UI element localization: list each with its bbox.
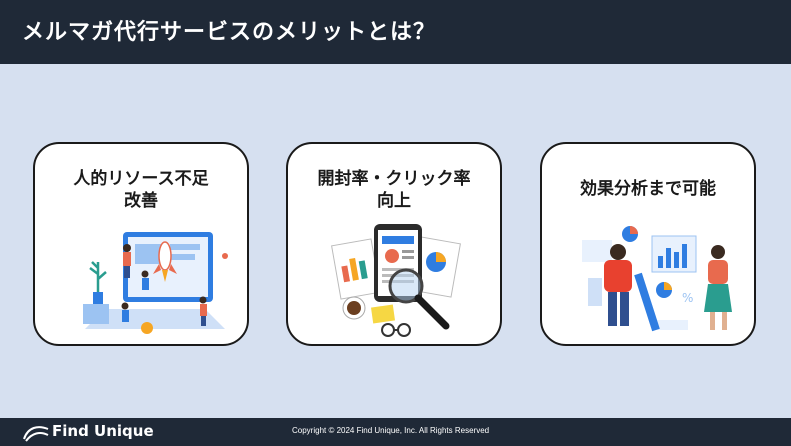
card-analysis: 効果分析まで可能 % [540, 142, 756, 346]
data-analysis-illustration: % [582, 226, 732, 332]
card-title: 人的リソース不足 改善 [35, 168, 247, 212]
svg-text:%: % [682, 291, 693, 305]
card-title-line: 人的リソース不足 [73, 169, 209, 189]
analysis-illustration [331, 224, 461, 337]
card-title: 効果分析まで可能 [580, 179, 716, 199]
card-title-line: 開封率・クリック率 [317, 169, 471, 189]
footer-bar: Find Unique Copyright © 2024 Find Unique… [0, 418, 791, 446]
page-title: メルマガ代行サービスのメリットとは？ [22, 20, 437, 45]
card-resource: 人的リソース不足 改善 [33, 142, 249, 346]
header-bar: メルマガ代行サービスのメリットとは？ [0, 0, 791, 64]
brand-logo-icon [23, 426, 49, 442]
workspace-illustration [83, 232, 228, 334]
card-title-line: 改善 [124, 191, 158, 211]
card-title: 開封率・クリック率 向上 [288, 168, 500, 212]
brand-name: Find Unique [52, 422, 154, 440]
copyright-text: Copyright © 2024 Find Unique, Inc. All R… [292, 426, 490, 435]
card-title-line: 向上 [377, 191, 411, 211]
card-open-rate: 開封率・クリック率 向上 [286, 142, 502, 346]
